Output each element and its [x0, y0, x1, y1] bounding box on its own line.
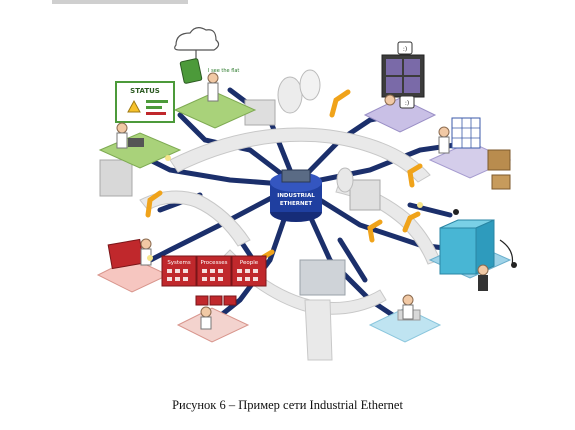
- hub-switch: [281, 169, 311, 183]
- node-cloud-worker: I see the flat: [173, 27, 257, 129]
- conveyor-top: [169, 127, 431, 183]
- worker-head: [207, 72, 219, 84]
- machines: [99, 69, 381, 296]
- warning-icon: [127, 99, 141, 113]
- boxes-stack-2: [491, 174, 511, 190]
- ethernet-hub: INDUSTRIAL ETHERNET: [270, 169, 322, 222]
- robot-arm-4: [367, 219, 383, 243]
- robot-arms: [145, 89, 423, 273]
- map-worker-head: [140, 238, 152, 250]
- light-bulb-2: [417, 202, 423, 208]
- node-office: [428, 117, 512, 190]
- node-status: STATUS: [98, 81, 182, 169]
- tab-processes-label: Processes: [200, 260, 227, 266]
- platform-lightblue: [368, 307, 442, 343]
- node-engineer: [368, 294, 442, 343]
- map-board: [107, 238, 145, 270]
- tank-2: [299, 69, 321, 101]
- tab-people-label: People: [240, 260, 259, 266]
- office-worker-head: [438, 126, 450, 138]
- monitor-2: [209, 295, 223, 306]
- cloud-icon: [174, 27, 220, 51]
- hub-label-line1: INDUSTRIAL: [277, 193, 315, 199]
- laptop-worker-head: [116, 122, 128, 134]
- engineer-head: [402, 294, 414, 306]
- node-control-room: [176, 295, 250, 343]
- robot-arm-6: [402, 211, 421, 233]
- laptop-icon: [128, 138, 144, 147]
- speech-bubble-text: I see the flat: [208, 68, 239, 74]
- boxes-stack: [487, 149, 511, 171]
- robot-arm-3: [407, 163, 423, 188]
- video-tile-2: [404, 59, 420, 75]
- machine-block-3: [299, 259, 346, 296]
- operator-body: [200, 316, 212, 330]
- whiteboard: [451, 117, 481, 149]
- node-server-room: [428, 219, 514, 291]
- tank-1: [277, 76, 303, 114]
- node-video-conference: :) :): [363, 41, 437, 133]
- status-bar-2: [146, 106, 162, 109]
- emoticon-top-text: :): [403, 46, 407, 53]
- robot-arm-1: [329, 89, 351, 118]
- conveyor-drop: [304, 299, 333, 361]
- robot-arm-2: [145, 190, 163, 218]
- node-tabs: Systems Processes People: [161, 255, 267, 287]
- operator-head: [200, 306, 212, 318]
- machine-block-4: [349, 179, 381, 211]
- server-worker-body: [478, 275, 488, 291]
- small-devices: [147, 155, 517, 268]
- engineer-body: [402, 304, 414, 320]
- camera-1: [453, 209, 459, 215]
- figure-caption: Рисунок 6 – Пример сети Industrial Ether…: [172, 398, 403, 412]
- server-worker-head: [477, 264, 489, 276]
- top-bar-decoration: [52, 0, 188, 4]
- hub-label-line2: ETHERNET: [280, 201, 312, 207]
- tab-systems-label: Systems: [167, 260, 191, 266]
- status-bar-1: [146, 100, 168, 103]
- monitor-3: [223, 295, 237, 306]
- status-panel: [115, 81, 175, 123]
- office-worker-body: [438, 136, 450, 154]
- video-tile-1: [386, 59, 402, 75]
- platform-green-top: [173, 91, 257, 129]
- server-cube-side: [475, 219, 495, 275]
- status-bar-3: [146, 112, 166, 115]
- camera-2: [511, 262, 517, 268]
- machine-block-2: [99, 159, 133, 197]
- tablet-icon: [179, 58, 203, 84]
- emoticon-bottom-text: :): [405, 100, 409, 107]
- video-tile-3: [386, 77, 402, 93]
- laptop-worker-body: [116, 132, 128, 149]
- node-tablet-map: [96, 238, 170, 293]
- monitor-1: [195, 295, 209, 306]
- link-engineer: [293, 182, 403, 323]
- platform-pink-bottom: [176, 307, 250, 343]
- bubble-bottom: [399, 95, 415, 109]
- conference-worker-head: [384, 94, 396, 106]
- status-title: STATUS: [130, 87, 160, 95]
- video-tile-4: [404, 77, 420, 93]
- tank-3: [336, 167, 354, 193]
- bubble-top: [397, 41, 413, 55]
- server-cube-front: [439, 227, 477, 275]
- light-bulb-1: [165, 155, 171, 161]
- worker-body: [207, 82, 219, 102]
- light-bulb-3: [147, 255, 153, 261]
